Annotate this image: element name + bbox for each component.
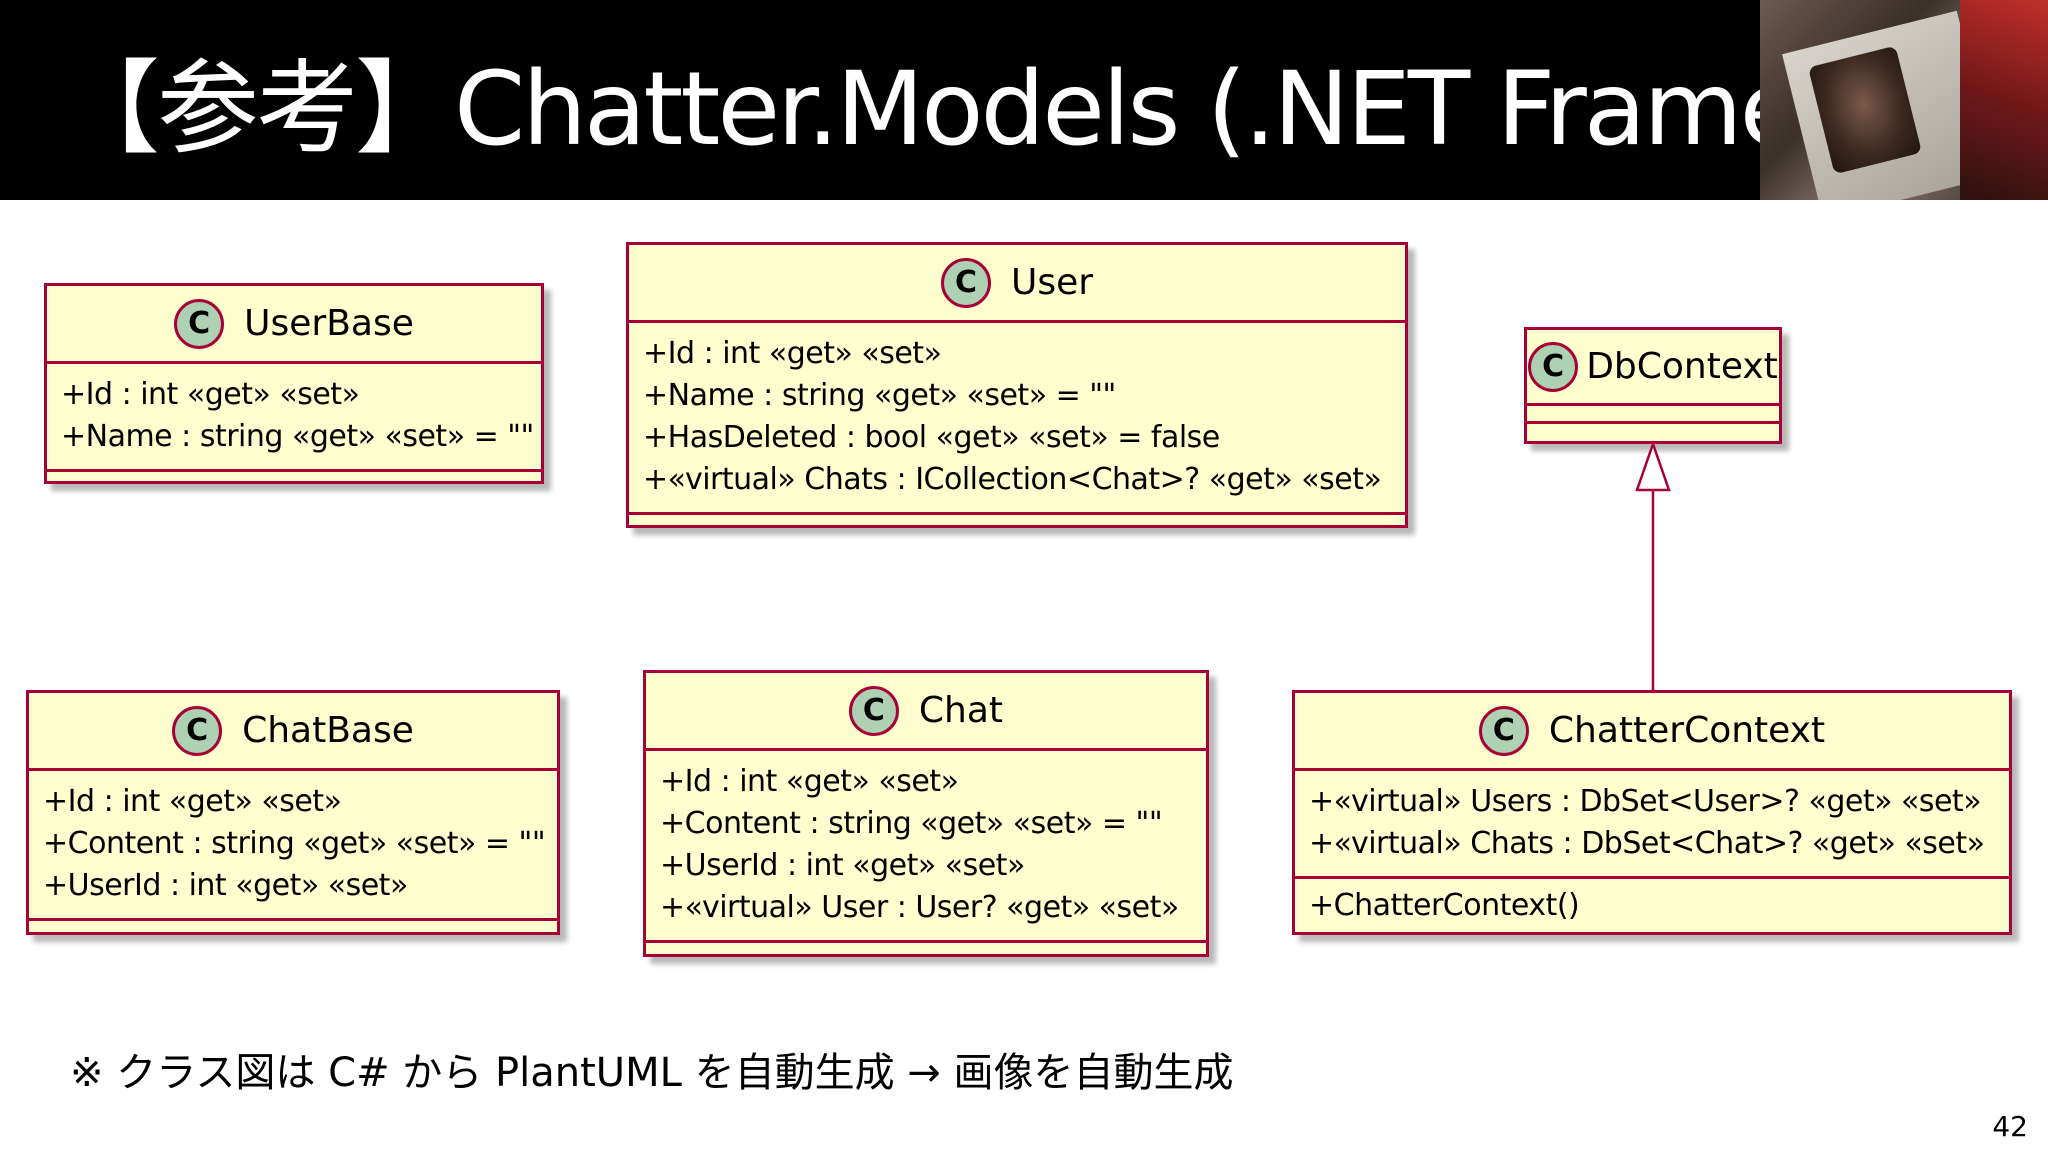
class-badge-icon: C <box>1478 705 1529 756</box>
class-chat: C Chat +Id : int «get» «set» +Content : … <box>643 670 1209 957</box>
inheritance-arrowhead-icon <box>1635 440 1671 492</box>
slide-title: 【参考】Chatter.Models (.NET Framework) <box>58 50 2048 169</box>
attribute: +Id : int «get» «set» <box>61 377 360 412</box>
attribute: +«virtual» User : User? «get» «set» <box>660 890 1179 925</box>
class-name: ChatterContext <box>1548 710 1826 751</box>
attribute: +«virtual» Chats : DbSet<Chat>? «get» «s… <box>1309 826 1985 861</box>
red-object-image <box>1960 0 2048 200</box>
class-header: C ChatterContext <box>1295 693 2009 771</box>
page-number: 42 <box>1992 1110 2028 1143</box>
attribute: +UserId : int «get» «set» <box>660 848 1025 883</box>
attribute: +Name : string «get» «set» = "" <box>643 378 1116 413</box>
attribute: +Content : string «get» «set» = "" <box>43 826 546 861</box>
attribute: +Id : int «get» «set» <box>643 336 942 371</box>
class-badge-icon: C <box>940 257 991 308</box>
class-header: C User <box>629 245 1405 323</box>
presenter-video-thumbnail <box>1760 0 2048 200</box>
class-attributes: +Id : int «get» «set» +Name : string «ge… <box>629 323 1405 515</box>
class-badge-icon: C <box>172 705 223 756</box>
class-badge-icon: C <box>1528 341 1579 392</box>
attribute: +Id : int «get» «set» <box>43 784 342 819</box>
class-user: C User +Id : int «get» «set» +Name : str… <box>626 242 1408 528</box>
class-chatbase: C ChatBase +Id : int «get» «set» +Conten… <box>26 690 560 935</box>
attribute: +Name : string «get» «set» = "" <box>61 419 534 454</box>
class-attributes: +Id : int «get» «set» +Name : string «ge… <box>47 364 541 472</box>
method: +ChatterContext() <box>1309 888 1580 923</box>
class-badge-icon: C <box>848 685 899 736</box>
class-name: ChatBase <box>242 710 414 751</box>
class-chattercontext: C ChatterContext +«virtual» Users : DbSe… <box>1292 690 2012 935</box>
class-header: C UserBase <box>47 286 541 364</box>
class-methods: +ChatterContext() <box>1295 879 2009 933</box>
class-header: C ChatBase <box>29 693 557 771</box>
class-name: DbContext <box>1586 346 1778 387</box>
attribute: +«virtual» Users : DbSet<User>? «get» «s… <box>1309 784 1982 819</box>
class-header: C Chat <box>646 673 1206 751</box>
class-badge-icon: C <box>174 298 225 349</box>
class-name: Chat <box>918 690 1004 731</box>
class-attributes <box>1527 406 1779 424</box>
class-attributes: +«virtual» Users : DbSet<User>? «get» «s… <box>1295 771 2009 879</box>
class-header: C DbContext <box>1527 330 1779 406</box>
class-name: User <box>1010 262 1094 303</box>
attribute: +Content : string «get» «set» = "" <box>660 806 1163 841</box>
attribute: +Id : int «get» «set» <box>660 764 959 799</box>
class-attributes: +Id : int «get» «set» +Content : string … <box>646 751 1206 943</box>
class-userbase: C UserBase +Id : int «get» «set» +Name :… <box>44 283 544 484</box>
attribute: +HasDeleted : bool «get» «set» = false <box>643 420 1220 455</box>
attribute: +UserId : int «get» «set» <box>43 868 408 903</box>
class-attributes: +Id : int «get» «set» +Content : string … <box>29 771 557 921</box>
attribute: +«virtual» Chats : ICollection<Chat>? «g… <box>643 462 1382 497</box>
title-bar: 【参考】Chatter.Models (.NET Framework) <box>0 0 2048 200</box>
class-name: UserBase <box>244 303 414 344</box>
footnote: ※ クラス図は C# から PlantUML を自動生成 → 画像を自動生成 <box>70 1050 1234 1096</box>
